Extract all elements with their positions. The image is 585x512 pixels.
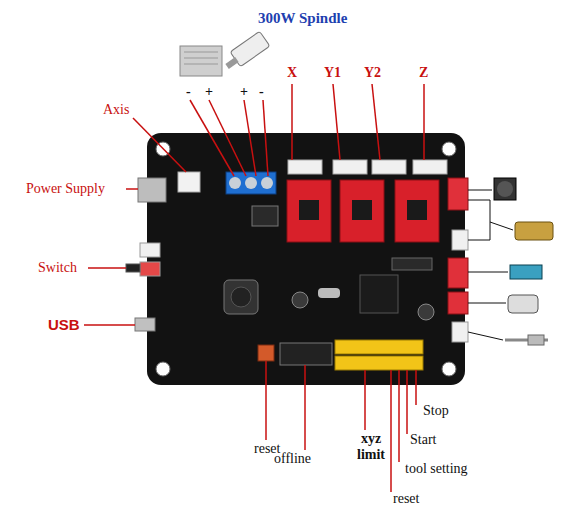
callout-label: Y1 [324, 65, 341, 81]
callout-label: Stop [423, 403, 449, 419]
leader-line [468, 190, 492, 191]
stepper-driver [395, 180, 439, 242]
terminal-screw [229, 177, 241, 189]
leader-line [468, 332, 503, 340]
pcb-board [147, 133, 465, 385]
regulator [252, 206, 278, 226]
callout-label: Power Supply [26, 181, 105, 197]
output-connector [448, 292, 468, 314]
callout-line [398, 370, 400, 462]
stepper-driver [340, 180, 384, 242]
driver-chip [407, 200, 427, 220]
probe-body [528, 335, 544, 345]
offline-header [280, 343, 332, 365]
leader-line [468, 303, 506, 304]
spindle-tip [225, 57, 238, 69]
callout-label: offline [274, 451, 311, 467]
microcontroller [360, 275, 398, 313]
callout-line [133, 118, 186, 172]
callout-line [333, 84, 340, 160]
callout-line [415, 370, 417, 405]
power-supply-grille [184, 52, 218, 53]
callout-label: tool setting [405, 461, 468, 477]
callout-label: - [186, 84, 191, 100]
callout-line [265, 361, 267, 440]
output-connector [452, 230, 468, 250]
callout-line [364, 370, 366, 430]
crystal [318, 288, 340, 298]
driver-chip [299, 200, 319, 220]
terminal-screw [261, 177, 273, 189]
leader-line [490, 222, 513, 230]
chip [392, 258, 432, 270]
callout-line [304, 365, 306, 450]
output-connector [448, 258, 468, 288]
callout-line [372, 84, 380, 160]
stepper-driver [287, 180, 331, 242]
callout-label: Axis [103, 102, 129, 118]
controller-icon [508, 295, 538, 313]
inductor [224, 280, 258, 314]
callout-line [390, 370, 392, 492]
callout-line [406, 370, 408, 434]
callout-line [263, 100, 268, 176]
callout-label: Z [419, 65, 428, 81]
switch-connector [140, 262, 160, 276]
callout-label: Start [410, 432, 436, 448]
mounting-hole [156, 362, 170, 376]
callout-label: - [259, 84, 264, 100]
toggle-switch [126, 264, 140, 272]
capacitor [418, 304, 434, 320]
terminal-screw [245, 177, 257, 189]
callout-label: + [205, 84, 213, 100]
usb-socket [135, 318, 155, 331]
capacitor [292, 292, 308, 308]
callout-line [291, 84, 293, 160]
callout-label: X [287, 65, 297, 81]
power-supply-picture [180, 46, 222, 76]
axis-connector [178, 172, 200, 192]
output-connector [452, 322, 468, 342]
reset-button [258, 345, 274, 361]
callout-label: + [240, 84, 248, 100]
power-supply-grille [184, 58, 218, 59]
limit-header [335, 340, 423, 354]
power-supply-grille [184, 64, 218, 65]
callout-label: Y2 [364, 65, 381, 81]
switch-connector [140, 243, 160, 257]
callout-label: USB [48, 317, 80, 333]
callout-line [244, 100, 256, 176]
fan-blade [497, 181, 513, 197]
inductor-core [231, 287, 251, 307]
mounting-hole [442, 142, 456, 156]
axis-header [288, 160, 322, 174]
leader-line [468, 272, 508, 273]
callout-label: reset [393, 491, 419, 507]
callout-label: Switch [38, 260, 77, 276]
callout-line [423, 84, 425, 160]
callout-line [126, 188, 138, 190]
callout-line [88, 267, 126, 269]
callout-label: 300W Spindle [258, 10, 347, 26]
laser-icon [510, 265, 542, 279]
callout-line [209, 100, 246, 176]
axis-header [372, 160, 406, 174]
axis-header [413, 160, 447, 174]
callout-line [84, 324, 135, 326]
output-connector [448, 178, 468, 210]
fan-icon [494, 178, 516, 200]
barrel-jack [138, 178, 166, 202]
axis-header [333, 160, 367, 174]
mounting-hole [442, 362, 456, 376]
limit-header [335, 356, 423, 370]
callout-label: xyz limit [352, 431, 390, 463]
spindle-icon [515, 222, 553, 240]
driver-chip [352, 200, 372, 220]
bracket-line [468, 200, 490, 240]
